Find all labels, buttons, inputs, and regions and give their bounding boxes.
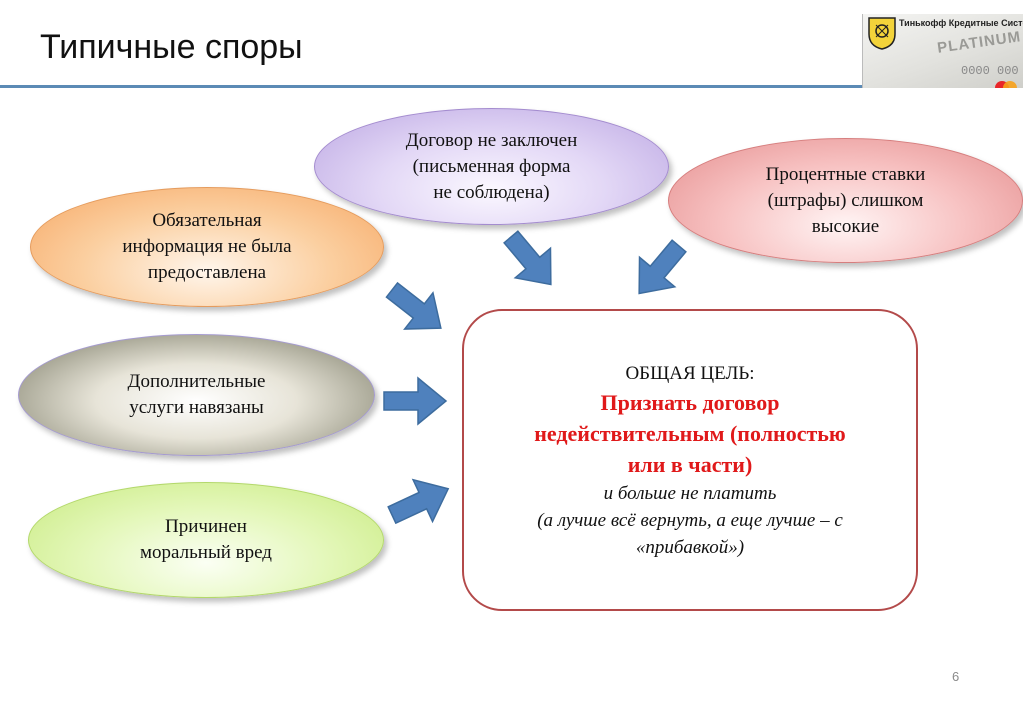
- arrow-lower-left: [381, 467, 459, 537]
- cause-text: (штрафы) слишком: [767, 189, 924, 211]
- cause-text: моральный вред: [140, 542, 272, 563]
- arrow-top-center: [492, 221, 570, 301]
- goal-main-line: или в части): [627, 451, 753, 477]
- bank-name: Тинькофф Кредитные Системы: [899, 18, 1023, 28]
- card-number: 0000 000: [961, 64, 1019, 78]
- cause-text: Процентные ставки: [765, 163, 926, 185]
- cause-text: Причинен: [165, 516, 247, 537]
- cause-text: Договор не заключен: [405, 129, 578, 151]
- arrow-top-right: [620, 230, 698, 310]
- mastercard-icon: [995, 81, 1017, 88]
- arrow-upper-left: [377, 271, 456, 348]
- goal-main-line: Признать договор: [600, 389, 780, 415]
- goal-extra-line: и больше не платить: [603, 482, 777, 504]
- cause-text: информация не была: [122, 236, 292, 257]
- page-title: Типичные споры: [40, 28, 303, 66]
- cause-moral-damage: Причинен моральный вред: [28, 482, 384, 598]
- cause-imposed-services: Дополнительные услуги навязаны: [18, 334, 375, 456]
- title-divider: [0, 85, 1023, 88]
- cause-text: высокие: [811, 215, 880, 237]
- bank-emblem-icon: [868, 17, 896, 50]
- goal-heading: ОБЩАЯ ЦЕЛЬ:: [625, 362, 755, 384]
- cause-text: не соблюдена): [433, 181, 550, 203]
- common-goal-box: ОБЩАЯ ЦЕЛЬ: Признать договор недействите…: [462, 309, 918, 611]
- arrow-middle-left: [383, 377, 447, 425]
- cause-info-not-provided: Обязательная информация не была предоста…: [30, 187, 384, 307]
- cause-text: (письменная форма: [412, 155, 571, 177]
- goal-main-line: недействительным (полностью: [534, 420, 846, 446]
- goal-extra-line: (а лучше всё вернуть, а еще лучше – с: [537, 509, 843, 531]
- page-number: 6: [952, 669, 960, 684]
- cause-interest-rates-high: Процентные ставки (штрафы) слишком высок…: [668, 138, 1023, 263]
- goal-extra-line: «прибавкой»): [635, 536, 745, 558]
- cause-contract-not-concluded: Договор не заключен (письменная форма не…: [314, 108, 669, 225]
- cause-text: услуги навязаны: [129, 397, 264, 418]
- bank-card-logo: Тинькофф Кредитные Системы PLATINUM 0000…: [862, 14, 1023, 88]
- cause-text: предоставлена: [147, 262, 267, 283]
- cause-text: Дополнительные: [127, 371, 266, 392]
- cause-text: Обязательная: [152, 210, 262, 231]
